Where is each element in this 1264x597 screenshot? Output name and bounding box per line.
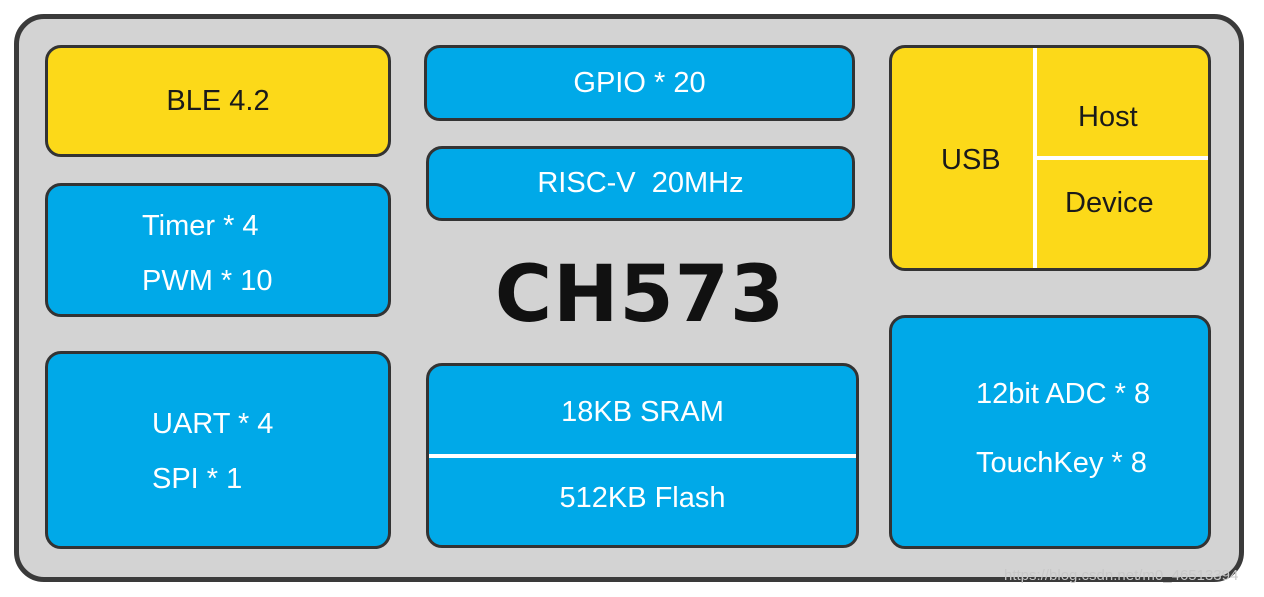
timer-pwm-block: Timer * 4 PWM * 10 <box>45 183 391 317</box>
usb-label: USB <box>941 144 1001 176</box>
flash-label: 512KB Flash <box>559 482 726 514</box>
uart-spi-block: UART * 4 SPI * 1 <box>45 351 391 549</box>
memory-block: 18KB SRAM 512KB Flash <box>426 363 859 548</box>
cpu-block: RISC-V 20MHz <box>426 146 855 221</box>
usb-host-label: Host <box>1078 101 1138 133</box>
pwm-label: PWM * 10 <box>142 265 273 297</box>
chip-title: CH573 <box>494 250 786 340</box>
sram-label: 18KB SRAM <box>561 396 724 428</box>
ble-label: BLE 4.2 <box>166 84 270 117</box>
spi-label: SPI * 1 <box>152 463 243 495</box>
uart-label: UART * 4 <box>152 408 274 440</box>
memory-divider <box>429 454 856 458</box>
gpio-block: GPIO * 20 <box>424 45 855 121</box>
watermark-text: https://blog.csdn.net/m0_46513394 <box>1004 567 1239 584</box>
timer-label: Timer * 4 <box>142 210 259 242</box>
usb-block: USB Host Device <box>889 45 1211 271</box>
usb-horizontal-divider <box>1035 156 1208 160</box>
adc-label: 12bit ADC * 8 <box>976 378 1151 410</box>
touchkey-label: TouchKey * 8 <box>976 447 1147 479</box>
ble-block: BLE 4.2 <box>45 45 391 157</box>
gpio-label: GPIO * 20 <box>573 66 706 99</box>
usb-device-label: Device <box>1065 187 1154 219</box>
cpu-label: RISC-V 20MHz <box>537 167 744 199</box>
adc-touchkey-block: 12bit ADC * 8 TouchKey * 8 <box>889 315 1211 549</box>
